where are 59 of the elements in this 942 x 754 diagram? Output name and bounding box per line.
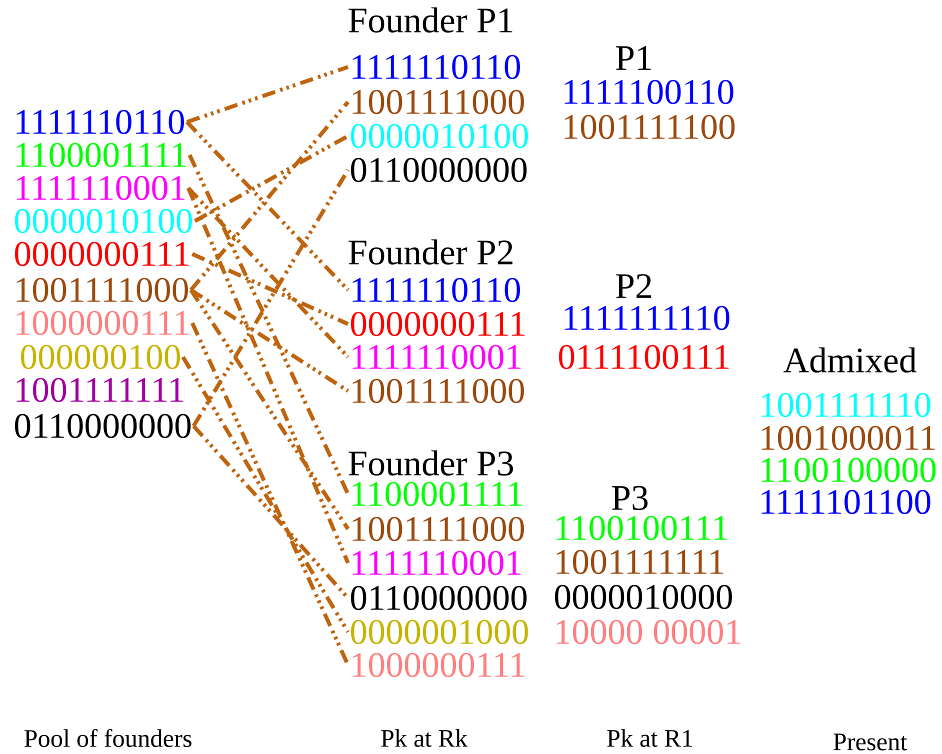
heading: Founder P2: [348, 239, 512, 265]
bit-string: 0000000111: [14, 242, 189, 266]
connector-line: [188, 154, 350, 495]
bit-string: 0000010100: [350, 124, 528, 148]
column-caption: Pk at Rk: [381, 729, 468, 747]
bit-string: 1100001111: [16, 142, 186, 168]
bit-string: 1111110001: [352, 344, 521, 370]
bit-string: 1001111000: [352, 90, 524, 114]
bit-string: 1111110110: [352, 54, 520, 80]
column-caption: Present: [834, 734, 908, 750]
bit-string: 1100100111: [556, 516, 728, 540]
bit-string: 000000100: [20, 344, 180, 370]
bit-string: 1111110110: [352, 278, 520, 302]
bit-string: 1111110001: [352, 550, 521, 576]
heading: Founder P1: [348, 7, 512, 33]
bit-string: 0110000000: [350, 586, 527, 610]
connector-line: [190, 288, 350, 393]
bit-string: 1001111000: [352, 378, 524, 404]
connector-line: [190, 322, 350, 666]
heading: P3: [612, 486, 648, 510]
heading: Founder P3: [348, 450, 513, 476]
bit-string: 1100100000: [762, 458, 936, 482]
bit-string: 0110000000: [350, 158, 527, 182]
connector-line: [186, 65, 349, 124]
bit-string: 1001111000: [352, 516, 524, 542]
bit-string: 1000000111: [16, 310, 189, 336]
bit-string: 1111101100: [762, 490, 930, 514]
bit-string: 1001111110: [762, 392, 930, 418]
bit-string: 1111100110: [564, 80, 734, 104]
column-caption: Pool of founders: [24, 728, 192, 748]
connector-line: [194, 134, 349, 223]
connector-line: [186, 186, 350, 358]
bit-string: 10000 00001: [556, 620, 740, 644]
heading: P1: [616, 46, 651, 70]
bit-string: 1001000011: [762, 426, 935, 450]
bit-string: 1111110110: [16, 110, 184, 134]
connector-line: [191, 252, 349, 326]
bit-string: 1001111000: [16, 278, 188, 302]
bit-string: 0000010100: [14, 208, 192, 234]
bit-string: 0111100111: [558, 344, 729, 370]
connector-line: [192, 168, 350, 428]
connector-line: [181, 356, 350, 634]
bit-string: 0000000111: [350, 312, 525, 336]
connector-line: [186, 187, 350, 564]
bit-string: 1001111111: [16, 378, 184, 402]
bit-string: 0110000000: [14, 414, 191, 438]
connector-line: [189, 288, 350, 530]
bit-string: 0000010000: [554, 584, 732, 610]
bit-string: 1001111100: [564, 114, 735, 140]
bit-string: 1000000111: [352, 652, 525, 678]
bit-string: 1100001111: [352, 482, 522, 506]
bit-string: 0000001000: [350, 620, 528, 644]
heading: Admixed: [783, 347, 916, 373]
connector-line: [192, 424, 350, 600]
bit-string: 1111111110: [564, 306, 730, 330]
heading: P2: [616, 274, 651, 298]
bit-string: 1111110001: [16, 176, 185, 200]
column-caption: Pk at R1: [607, 729, 692, 747]
bit-string: 1001111111: [556, 550, 724, 574]
